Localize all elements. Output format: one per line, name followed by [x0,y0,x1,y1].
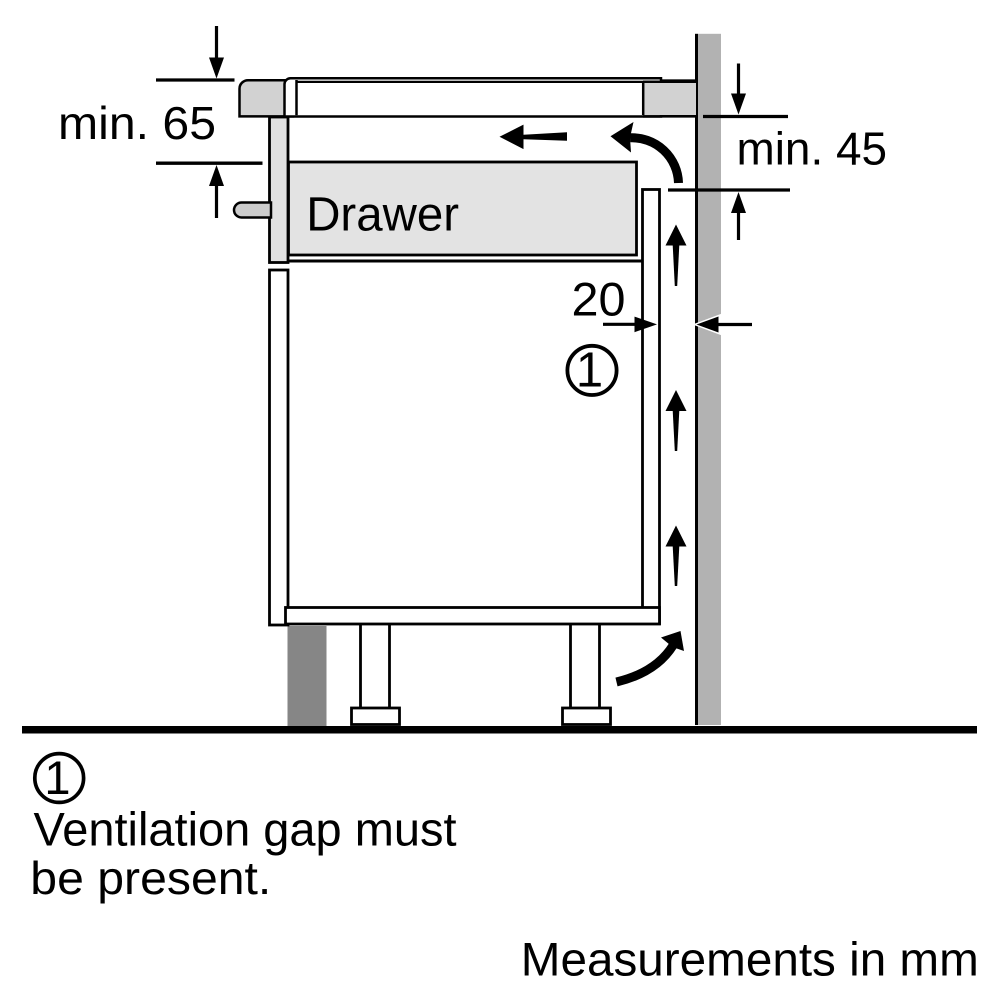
svg-text:be present.: be present. [30,852,271,904]
svg-text:1: 1 [576,343,603,397]
svg-text:Drawer: Drawer [306,189,459,242]
svg-text:20: 20 [572,273,626,326]
svg-text:min. 45: min. 45 [737,123,888,175]
svg-text:Ventilation gap must: Ventilation gap must [34,803,457,856]
svg-text:1: 1 [44,751,70,804]
svg-text:min. 65: min. 65 [58,97,216,149]
svg-text:Measurements in mm: Measurements in mm [521,933,979,986]
